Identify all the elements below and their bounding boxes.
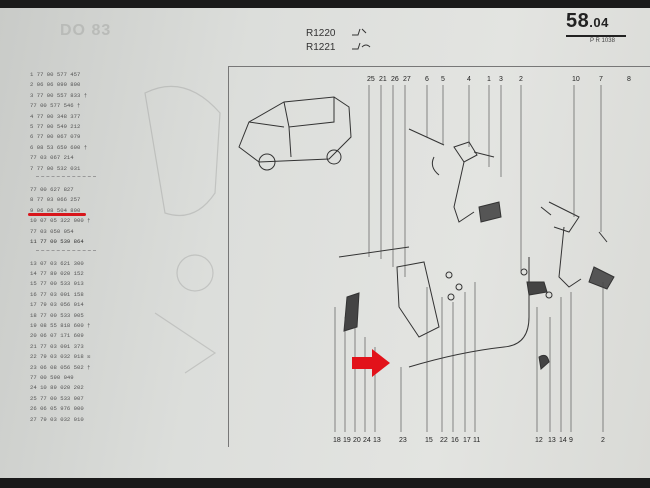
parts-list-item: 5 77 00 549 212 — [30, 123, 81, 131]
callout-number: 2 — [601, 437, 605, 444]
parts-list-item: 15 77 00 533 913 — [30, 280, 84, 288]
page-code: P R 1038 — [590, 38, 615, 44]
parts-list-item: 8 77 03 066 257 — [30, 196, 81, 204]
reference-code: R1221 — [306, 41, 336, 53]
callout-number: 10 — [572, 76, 580, 83]
callout-number: 5 — [441, 76, 445, 83]
parts-list-item: 16 77 03 001 158 — [30, 290, 84, 298]
parts-list-item: 22 79 03 032 018 ☒ — [30, 353, 91, 361]
parts-list-item: 26 06 05 976 000 — [30, 405, 84, 413]
faded-header-text: DO 83 — [60, 22, 112, 39]
callout-number: 11 — [473, 437, 480, 444]
callout-number: 19 — [343, 437, 351, 444]
leader-lines — [334, 85, 604, 432]
parts-list-item: 6 77 00 067 079 — [30, 133, 81, 141]
list-separator — [36, 176, 96, 183]
car-illustration — [238, 96, 352, 171]
vehicle-reference-block: R1220 R1221 — [306, 26, 372, 54]
callout-number: 6 — [425, 76, 429, 83]
reference-code: R1220 — [306, 27, 336, 39]
parts-list-item: 6 08 53 659 600 † — [30, 143, 88, 151]
parts-list-item: 2 06 06 090 800 — [30, 81, 81, 89]
parts-list-item: 3 77 00 557 833 † — [30, 91, 88, 99]
parts-list-item: 10 07 05 322 000 † — [30, 217, 91, 225]
callout-number: 25 — [367, 76, 375, 83]
callout-number: 15 — [425, 437, 433, 444]
rhd-pedal-icon — [350, 41, 372, 54]
parts-list-item: 17 79 03 056 014 — [30, 301, 84, 309]
parts-list-item: 13 07 03 621 300 — [30, 259, 84, 267]
parts-list-item: 21 77 03 001 373 — [30, 342, 84, 350]
callout-number: 4 — [467, 76, 471, 83]
callout-number: 16 — [451, 437, 459, 444]
parts-list-item: 18 77 00 533 905 — [30, 311, 84, 319]
parts-list-item: 7 77 00 532 031 — [30, 164, 81, 172]
parts-list-item: 27 79 03 032 010 — [30, 415, 84, 423]
parts-list-item: 19 08 55 818 600 † — [30, 321, 91, 329]
page-number-sub: .04 — [589, 15, 609, 30]
callout-number: 17 — [463, 437, 471, 444]
parts-list-item: 25 77 00 533 907 — [30, 394, 84, 402]
parts-list-item: 20 06 07 171 609 — [30, 332, 84, 340]
callout-number: 22 — [440, 437, 448, 444]
callout-number: 26 — [391, 76, 399, 83]
callout-number: 7 — [599, 76, 603, 83]
callout-number: 3 — [499, 76, 503, 83]
parts-list-item: 77 00 627 827 — [30, 186, 74, 194]
parts-list-item: 23 06 08 056 502 † — [30, 363, 91, 371]
faded-background-drawing — [125, 53, 235, 383]
parts-list-item: 1 77 00 577 457 — [30, 71, 81, 78]
lhd-pedal-icon — [350, 27, 368, 40]
red-arrow-icon — [352, 349, 390, 382]
callout-number: 21 — [379, 76, 387, 83]
parts-list-item: 77 03 067 214 — [30, 154, 74, 162]
callout-number: 13 — [548, 437, 556, 444]
list-separator — [36, 249, 96, 257]
pedal-parts — [338, 128, 615, 370]
reference-row: R1221 — [306, 40, 372, 54]
callout-number: 27 — [403, 76, 411, 83]
callout-number: 9 — [569, 437, 573, 444]
callout-number: 8 — [627, 76, 631, 83]
parts-list-item: 14 77 89 020 152 — [30, 269, 84, 277]
parts-list-item: 4 77 00 348 377 — [30, 112, 81, 120]
parts-list-item: 11 77 00 539 864 — [30, 238, 84, 246]
callout-number: 14 — [559, 437, 567, 444]
callout-number: 23 — [399, 437, 407, 444]
callout-number: 2 — [519, 76, 523, 83]
parts-list-item: 24 10 89 020 202 — [30, 384, 84, 392]
parts-list-item: 77 03 050 054 — [30, 227, 74, 235]
parts-list-item: 77 00 577 546 † — [30, 102, 81, 110]
highlight-underline — [28, 213, 86, 216]
parts-reference-list: 1 77 00 577 457 2 06 06 090 800 3 77 00 55… — [30, 70, 120, 425]
catalog-page: DO 83 R1220 R1221 58.04 P R 1038 1 77 00… — [0, 8, 650, 478]
callout-number: 12 — [535, 437, 543, 444]
top-callout-numbers: 25 21 26 27 6 5 4 1 3 2 10 7 8 — [367, 76, 631, 83]
callout-number: 18 — [333, 437, 341, 444]
page-number: 58.04 — [566, 10, 609, 33]
callout-number: 13 — [373, 437, 381, 444]
callout-number: 24 — [363, 437, 371, 444]
parts-list-item: 9 06 08 504 800 — [30, 206, 81, 214]
reference-row: R1220 — [306, 26, 372, 40]
page-number-rule — [566, 35, 626, 37]
callout-number: 1 — [487, 76, 491, 83]
callout-number: 20 — [353, 437, 361, 444]
page-number-main: 58 — [566, 10, 590, 32]
parts-list-item: 77 00 590 049 — [30, 373, 74, 381]
